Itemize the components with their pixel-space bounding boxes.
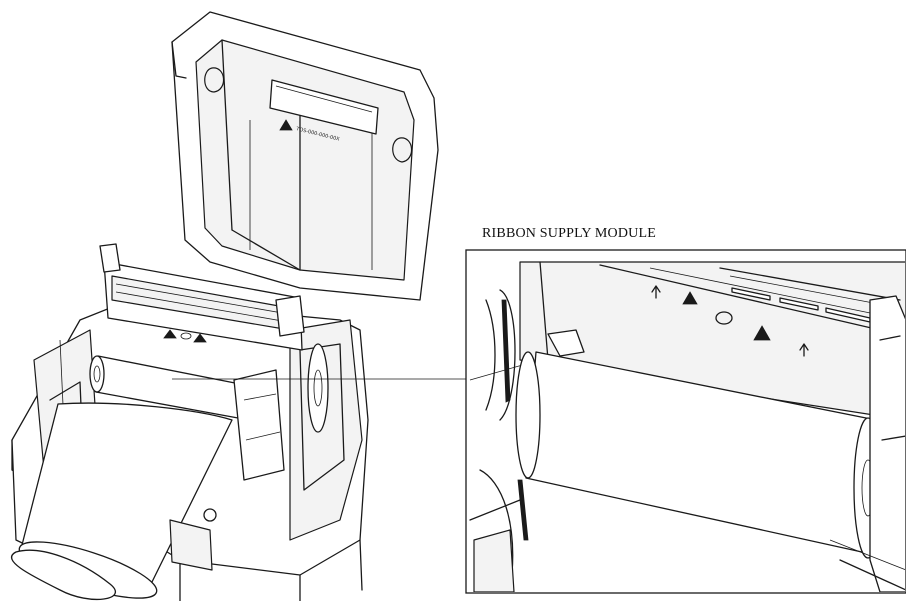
head-release-icon bbox=[180, 332, 192, 340]
print-head-assembly bbox=[99, 243, 305, 351]
inset-warning-icon-left bbox=[682, 291, 698, 305]
inset-warning-icon-right bbox=[753, 325, 771, 341]
head-warning-icon-right bbox=[193, 333, 207, 343]
ribbon-spindle-assembly bbox=[233, 343, 329, 481]
inset-release-icon bbox=[715, 311, 733, 325]
callout-label: RIBBON SUPPLY MODULE bbox=[482, 226, 656, 241]
front-panel-window bbox=[169, 519, 213, 571]
up-arrow-icon-right bbox=[799, 343, 809, 357]
warning-triangle-icon bbox=[279, 119, 293, 131]
front-knob bbox=[203, 508, 217, 522]
label-media bbox=[10, 402, 233, 600]
detail-inset bbox=[465, 249, 906, 594]
head-warning-icon-left bbox=[163, 329, 177, 339]
up-arrow-icon-left bbox=[651, 285, 661, 299]
top-cover bbox=[171, 11, 439, 301]
